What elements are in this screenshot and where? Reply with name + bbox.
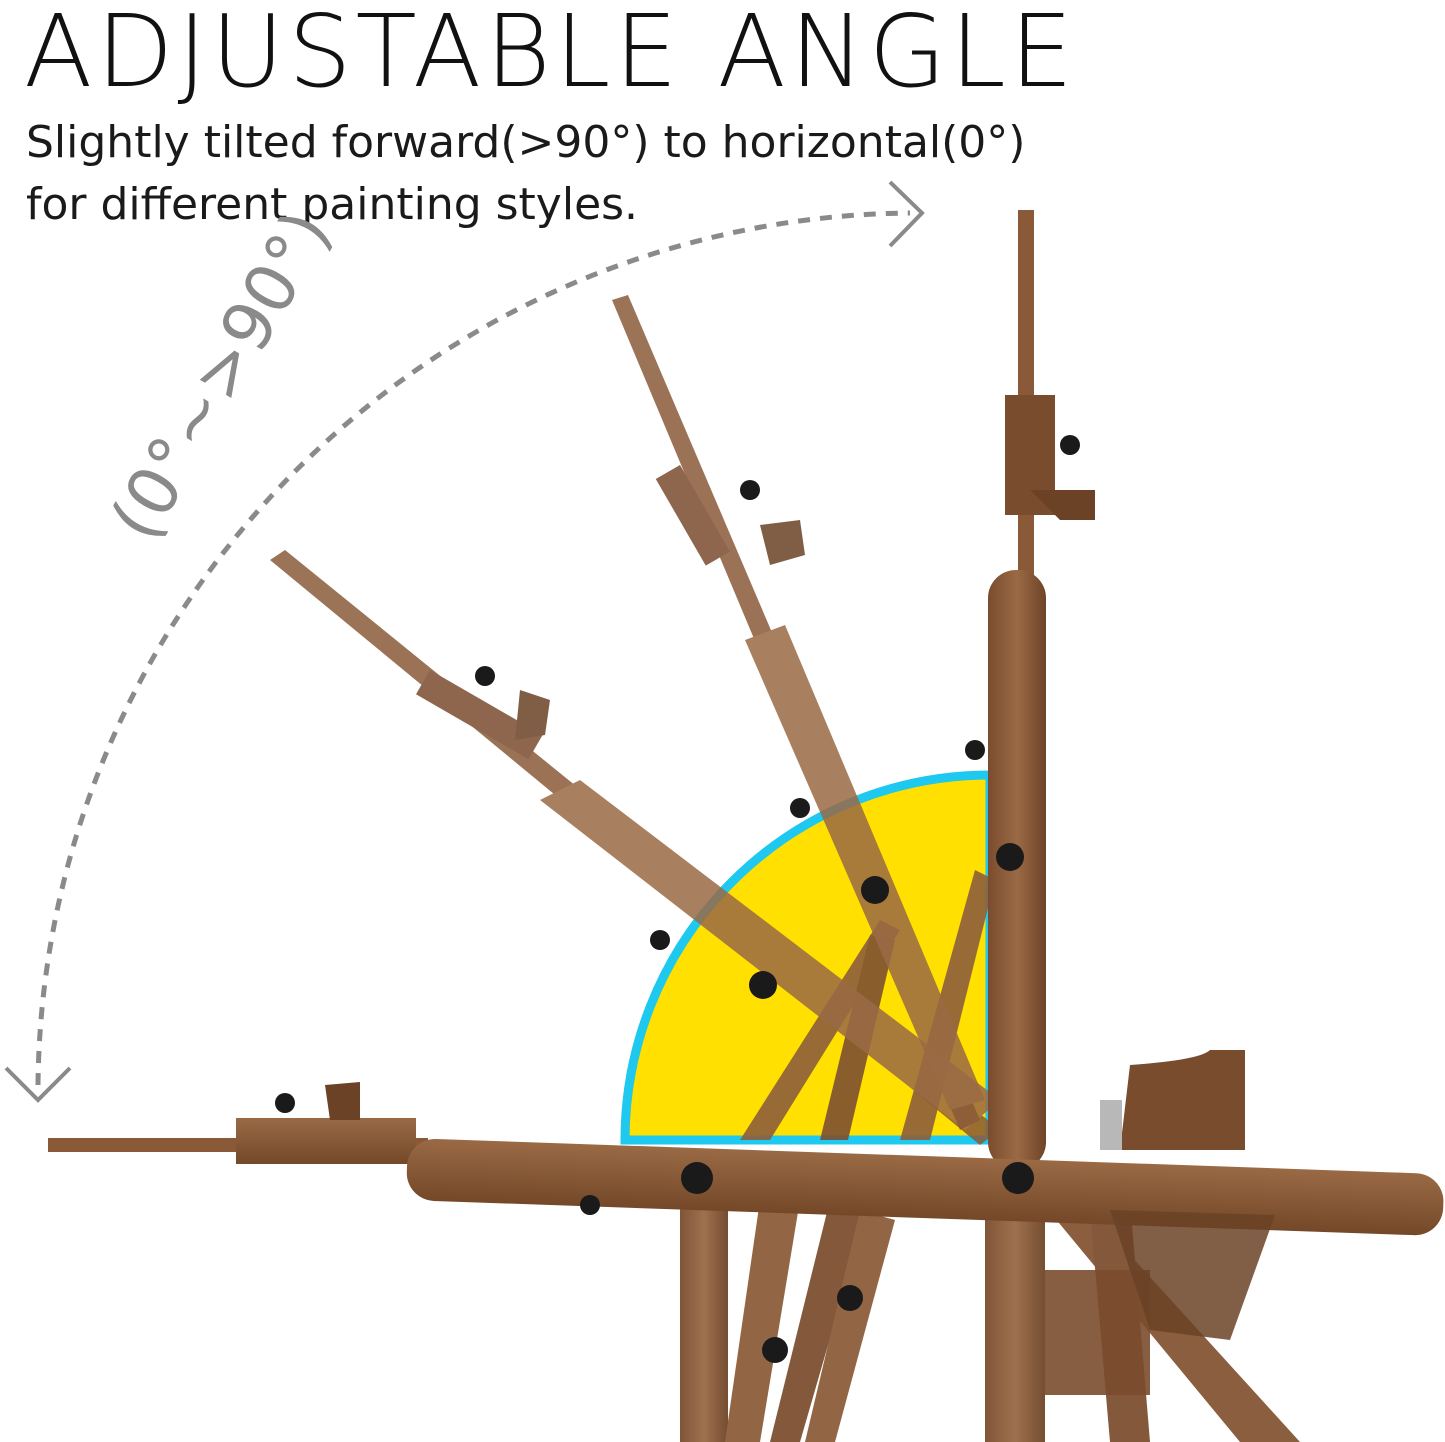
- mast-tilted-30: [270, 550, 1000, 1145]
- heading: ADJUSTABLE ANGLE: [24, 0, 1078, 110]
- knob-icon: [275, 435, 1080, 1363]
- arrow-head-icon: [4, 1066, 72, 1103]
- angle-arc: [35, 210, 911, 1086]
- mast-tilted-60: [612, 295, 985, 1130]
- description-line-1: Slightly tilted forward(>90°) to horizon…: [26, 117, 1026, 168]
- description: Slightly tilted forward(>90°) to horizon…: [26, 112, 1025, 236]
- mast-vertical: [988, 210, 1095, 1170]
- angle-range-label: (0°~>90°): [96, 198, 347, 553]
- arrow-head-icon: [888, 180, 925, 248]
- easel-tray: [1045, 1050, 1275, 1395]
- description-line-2: for different painting styles.: [26, 179, 639, 230]
- mast-horizontal: [48, 1082, 1444, 1236]
